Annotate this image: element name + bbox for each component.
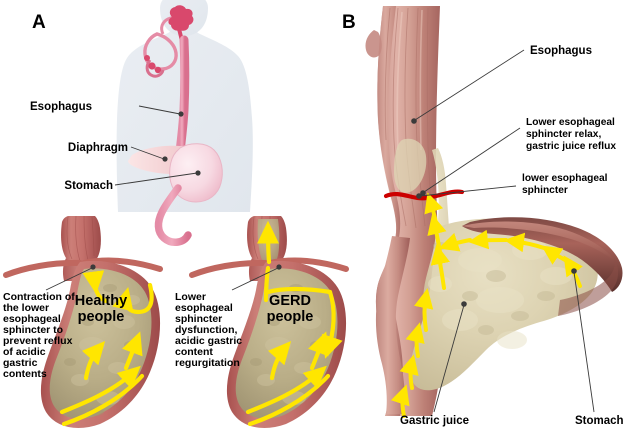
panel-b: B	[342, 6, 624, 427]
healthy-esophagus-muscle	[61, 216, 101, 266]
gerd-caption: Lower esophageal sphincter dysfunction, …	[175, 291, 242, 369]
healthy-flow-arrows	[59, 270, 154, 427]
gerd-caption-line-1: Lower	[175, 291, 206, 303]
healthy-caption-line-6: of acidic	[3, 346, 46, 358]
panel-b-label-les-line-2: sphincter	[522, 185, 568, 196]
gerd-caption-line-7: regurgitation	[175, 357, 240, 369]
panel-b-stomach-marker	[571, 268, 577, 274]
panel-b-esophagus-marker	[411, 118, 417, 124]
healthy-caption: Contraction of the lower esophageal sphi…	[3, 291, 75, 380]
gerd-flow-arrows	[245, 220, 343, 427]
healthy-caption-line-1: Contraction of	[3, 291, 75, 303]
healthy-sphincter-leader	[45, 267, 93, 291]
panel-b-les-relax-marker	[420, 190, 426, 196]
healthy-left-vessel	[3, 259, 83, 278]
gerd-title-line-1: GERD	[269, 293, 311, 309]
panel-b-mucosal-patch	[394, 138, 427, 193]
panel-b-label-les-relax-line-1: Lower esophageal	[526, 117, 615, 128]
healthy-caption-line-2: the lower	[3, 302, 49, 314]
panel-b-label-gastric-juice: Gastric juice	[400, 415, 469, 427]
gerd-title-line-2: people	[267, 309, 314, 325]
panel-b-label-les-line-1: lower esophageal	[522, 173, 608, 184]
gerd-caption-line-2: esophageal	[175, 302, 233, 314]
panel-b-letter: B	[342, 12, 356, 33]
panel-b-highlights	[396, 9, 423, 151]
panel-b-reflux-arrows	[390, 192, 583, 418]
panel-b-striations	[384, 7, 434, 229]
panel-b-label-stomach: Stomach	[575, 415, 624, 427]
duodenum	[154, 184, 192, 246]
panel-b-gastric-juice-marker	[461, 301, 467, 307]
healthy-title-line-1: Healthy	[75, 293, 127, 309]
panel-b-juice-texture	[428, 240, 572, 349]
gerd-caption-line-6: content	[175, 346, 213, 358]
healthy-stomach-diagram: Contraction of the lower esophageal sphi…	[3, 215, 163, 428]
healthy-caption-line-5: prevent reflux	[3, 335, 73, 347]
diaphragm-marker	[162, 156, 168, 162]
gerd-caption-line-5: acidic gastric	[175, 335, 242, 347]
healthy-caption-line-7: gastric	[3, 357, 38, 369]
panel-a-label-diaphragm: Diaphragm	[68, 142, 128, 154]
gerd-sphincter-marker	[276, 264, 282, 270]
healthy-caption-line-8: contents	[3, 368, 47, 380]
gerd-left-vessel	[189, 259, 269, 278]
panel-a-letter: A	[32, 12, 46, 33]
panel-a: A	[30, 0, 253, 246]
gerd-caption-line-4: dysfunction,	[175, 324, 237, 336]
panel-b-les-marker	[416, 193, 422, 199]
panel-b-label-les-relax-line-3: gastric juice reflux	[526, 141, 616, 152]
panel-a-leaders	[114, 105, 201, 186]
panel-b-stomach-wall-highlight	[462, 221, 616, 262]
panel-b-upper-flap	[365, 30, 382, 58]
stomach-marker	[195, 170, 201, 176]
gerd-sphincter-leader	[231, 267, 279, 291]
healthy-caption-line-4: sphincter to	[3, 324, 63, 336]
panel-a-label-esophagus: Esophagus	[30, 101, 92, 113]
panel-b-leaders	[411, 49, 595, 413]
healthy-caption-line-3: esophageal	[3, 313, 61, 325]
gerd-stomach-diagram: Lower esophageal sphincter dysfunction, …	[175, 215, 349, 428]
healthy-sphincter-marker	[90, 264, 96, 270]
panel-b-label-esophagus: Esophagus	[530, 45, 592, 57]
healthy-title-line-2: people	[78, 309, 125, 325]
panel-b-stomach-outer-wall	[462, 217, 623, 292]
panel-b-stomach-shadow	[558, 258, 619, 316]
panel-b-label-les-relax-line-2: sphincter relax,	[526, 129, 601, 140]
esophagus-marker	[178, 111, 184, 117]
pharynx-structures	[143, 5, 194, 78]
panel-a-label-stomach: Stomach	[64, 180, 113, 192]
gerd-caption-line-3: sphincter	[175, 313, 222, 325]
